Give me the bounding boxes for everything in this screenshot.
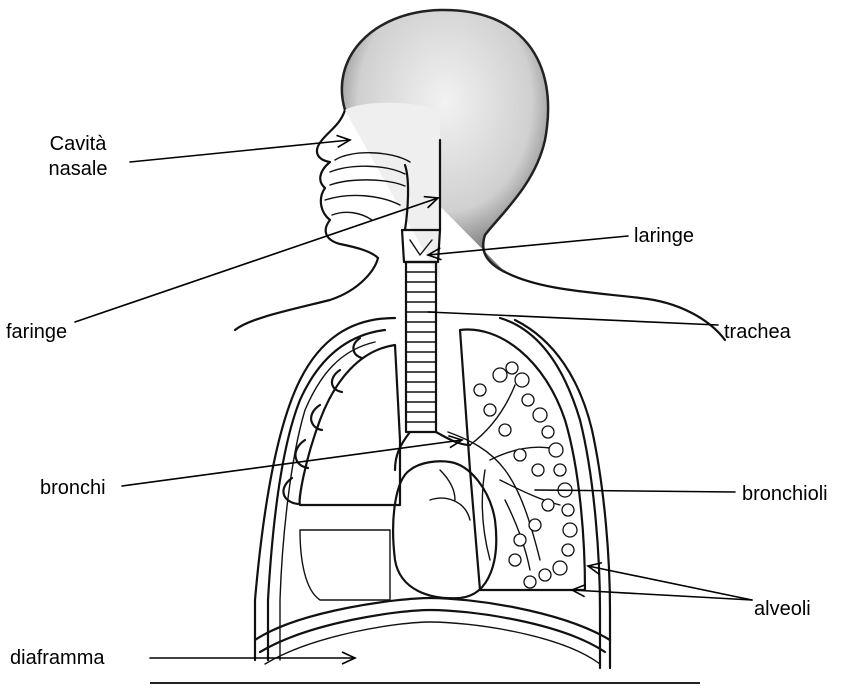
label-diaframma: diaframma [10,646,104,671]
label-trachea: trachea [724,320,791,345]
label-cavita-nasale-line1: Cavità [28,132,128,157]
label-alveoli: alveoli [754,597,811,622]
pointer-laringe [428,236,628,255]
lung-right [448,330,585,590]
label-cavita-nasale: Cavità nasale [28,132,128,182]
lung-left [300,345,400,600]
heart [393,461,496,598]
label-faringe: faringe [6,320,67,345]
label-laringe: laringe [634,224,694,249]
pointer-faringe [75,198,438,322]
shoulders-outline [235,258,725,340]
diaphragm [255,598,610,664]
label-bronchi: bronchi [40,476,106,501]
label-bronchioli: bronchioli [742,482,828,507]
ribcage [255,318,610,668]
pointer-trachea [428,312,718,325]
label-cavita-nasale-line2: nasale [28,157,128,182]
head [317,10,548,280]
